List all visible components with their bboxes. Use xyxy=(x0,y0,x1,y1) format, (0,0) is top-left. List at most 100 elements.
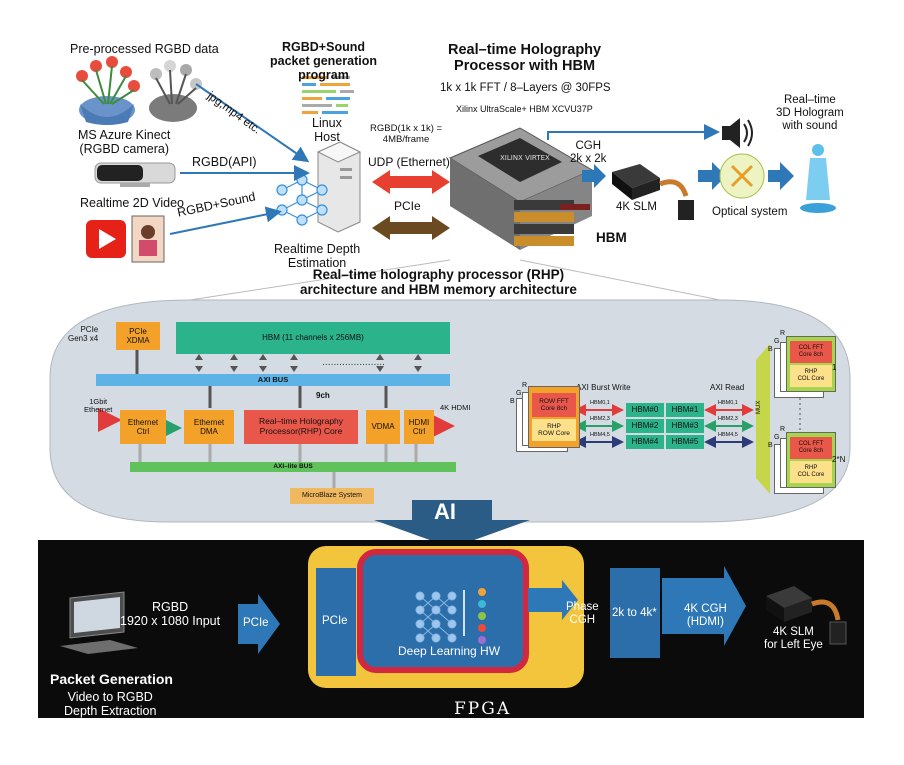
pcie-gen-label: PCIe Gen3 x4 xyxy=(68,325,99,343)
rgbd-api-label: RGBD(API) xyxy=(192,155,257,169)
hologram-figure-icon xyxy=(800,144,836,213)
preprocessed-label: Pre-processed RGBD data xyxy=(70,42,219,56)
coln-label-b: B xyxy=(768,442,773,449)
coln-index: 2*N xyxy=(832,455,846,464)
architecture-title: Real–time holography processor (RHP) arc… xyxy=(300,267,577,298)
upscale-box xyxy=(610,568,660,658)
col1-label-b: B xyxy=(768,346,773,353)
slm-left-eye-icon xyxy=(766,586,847,645)
hbm-stack-icon xyxy=(514,200,590,246)
hbm-cell-4: HBM#4 xyxy=(626,435,664,449)
col1-label-g: G xyxy=(774,338,780,345)
row-label-r: R xyxy=(522,382,528,389)
pcie-fpga-box xyxy=(316,568,356,676)
fpga-label: FPGA xyxy=(454,699,512,719)
optical-to-hologram-arrow xyxy=(768,162,794,190)
mux-label: MUX xyxy=(756,400,762,414)
rgbd-input-label: RGBD 1920 x 1080 Input xyxy=(120,600,221,628)
hbm-memory-arrows xyxy=(574,404,754,448)
axi-read-label: AXI Read xyxy=(710,383,745,392)
cgh-hdmi-arrow xyxy=(662,566,746,646)
hbm-cell-5: HBM#5 xyxy=(666,435,704,449)
hbm-pair-01-right: HBM0,1 xyxy=(718,400,738,406)
depth-flower-icon xyxy=(149,60,202,122)
slm-left-eye-label: 4K SLM for Left Eye xyxy=(764,626,823,651)
optical-system-icon xyxy=(719,153,765,199)
dl-output-dots xyxy=(478,588,486,644)
axilite-arrows xyxy=(138,444,418,488)
hbm-cell-0: HBM#0 xyxy=(626,403,664,417)
hbm-pair-45-right: HBM4,5 xyxy=(718,432,738,438)
pcie-arrow-label: PCIe xyxy=(243,617,269,629)
dl-to-phase-arrow xyxy=(528,580,578,620)
hbm-cell-1: HBM#1 xyxy=(666,403,704,417)
ai-arrow xyxy=(374,500,530,548)
upscale-label: 2k to 4k* xyxy=(612,607,657,619)
kinect-camera-icon xyxy=(94,162,176,187)
hbm-cell-2: HBM#2 xyxy=(626,419,664,433)
rhp-title: Real–time Holography Processor with HBM xyxy=(448,42,602,75)
svg-text:XILINX VIRTEX: XILINX VIRTEX xyxy=(500,154,550,162)
packet-gen-title: RGBD+Sound packet generation program xyxy=(270,40,377,82)
axi-down-arrows xyxy=(208,386,388,408)
kinect-label: MS Azure Kinect (RGBD camera) xyxy=(78,128,171,156)
slm-device-icon xyxy=(612,164,694,220)
linux-host-label: Linux Host xyxy=(312,116,342,144)
flower-icon xyxy=(76,56,140,125)
sound-arrow xyxy=(547,124,720,140)
col-fft-box-n: COL FFT Core 8ch xyxy=(790,437,832,459)
pcie-xdma-box: PCIe XDMA xyxy=(116,322,160,350)
hbm-bar: HBM (11 channels x 256MB) xyxy=(176,322,450,354)
coln-label-g: G xyxy=(774,434,780,441)
hbm-axi-arrows xyxy=(195,354,422,372)
hbm-label: HBM xyxy=(596,230,627,245)
video-person-icon xyxy=(131,215,165,263)
udp-arrow xyxy=(372,170,450,194)
xilinx-label: Xilinx UltraScale+ HBM XCVU37P xyxy=(456,104,593,114)
col-core-box-n: RHP COL Core xyxy=(790,461,832,483)
rhp-core-box: Real–time Holography Processor(RHP) Core xyxy=(244,410,358,444)
axi-bus-bar: AXI BUS xyxy=(96,374,450,386)
pcie-box-label: PCIe xyxy=(322,615,348,627)
rgbd-sound-arrow xyxy=(169,206,282,235)
laptop-icon xyxy=(60,591,138,654)
col-core-1-stack-r: COL FFT Core 8ch RHP COL Core xyxy=(786,336,836,392)
video2d-label: Realtime 2D Video xyxy=(80,196,184,210)
packet-generation-label: Packet Generation xyxy=(50,671,173,687)
ethernet-dma-box: Ethernet DMA xyxy=(184,410,234,444)
hdmi-4k-label: 4K HDMI xyxy=(440,403,471,412)
pcie-label: PCIe xyxy=(394,199,421,213)
hbm-cell-3: HBM#3 xyxy=(666,419,704,433)
col1-label-r: R xyxy=(780,330,786,337)
optical-system-label: Optical system xyxy=(712,206,788,218)
dl-hw-label: Deep Learning HW xyxy=(398,644,501,658)
code-lines-icon xyxy=(302,76,354,114)
coln-label-r: R xyxy=(780,426,786,433)
svg-text:......................: ...................... xyxy=(322,358,385,368)
cgh-hdmi-label: 4K CGH (HDMI) xyxy=(684,603,727,628)
col-core-box-1: RHP COL Core xyxy=(790,365,832,387)
rgbd-frame-label: RGBD(1k x 1k) = 4MB/frame xyxy=(370,123,443,145)
axilite-bus-bar: AXI–lite BUS xyxy=(130,462,456,472)
udp-label: UDP (Ethernet) xyxy=(368,155,450,169)
row-core-box: RHP ROW Core xyxy=(532,419,576,441)
row-fft-box: ROW FFT Core 8ch xyxy=(532,393,576,417)
row-core-stack-r: ROW FFT Core 8ch RHP ROW Core xyxy=(528,386,580,448)
fft-label: 1k x 1k FFT / 8–Layers @ 30FPS xyxy=(440,82,611,94)
hologram-label: Real–time 3D Hologram with sound xyxy=(776,94,844,132)
hbm-pair-23-right: HBM2,3 xyxy=(718,416,738,422)
slm-to-optical-arrow xyxy=(698,162,726,190)
rgbd-data-arrow xyxy=(195,83,310,163)
ethernet-1g-label: 1Gbit Ethernet xyxy=(84,397,113,415)
ethernet-ctrl-box: Ethernet Ctrl xyxy=(120,410,166,444)
hbm-pair-23-left: HBM2,3 xyxy=(590,416,610,422)
hbm-pair-45-left: HBM4,5 xyxy=(590,432,610,438)
cgh-label: CGH 2k x 2k xyxy=(570,140,607,165)
microblaze-box: MicroBlaze System xyxy=(290,488,374,504)
speaker-icon xyxy=(722,118,753,148)
zoom-lines xyxy=(189,259,721,301)
slm-label: 4K SLM xyxy=(616,201,657,213)
ai-label: AI xyxy=(434,499,456,524)
youtube-icon xyxy=(86,220,126,258)
